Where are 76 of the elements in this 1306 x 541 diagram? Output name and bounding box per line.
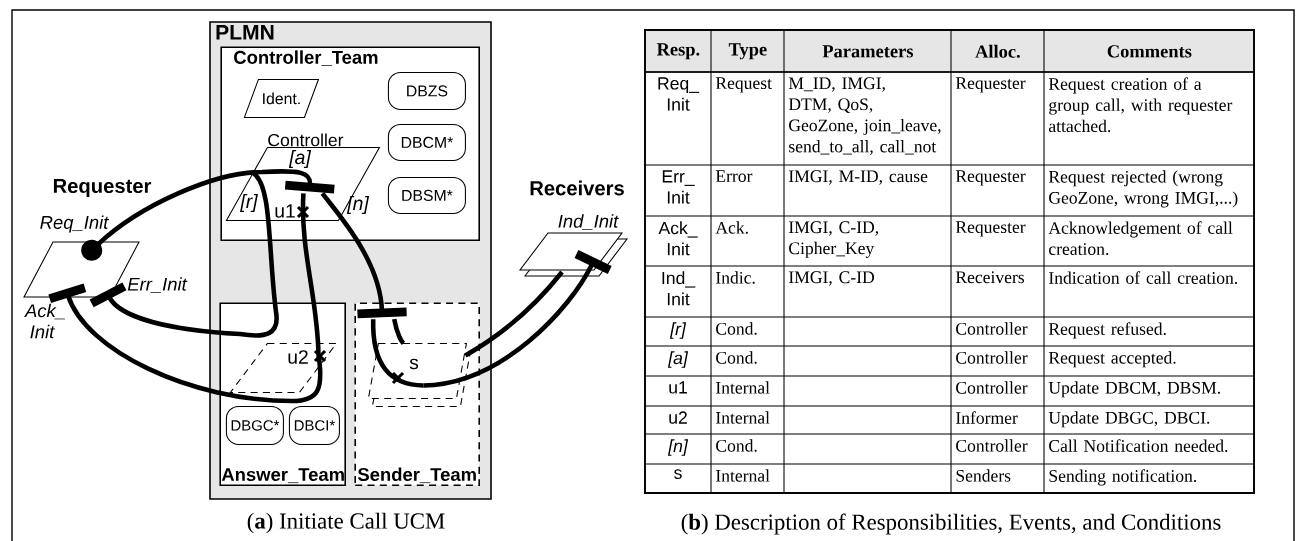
- rounded-box: DBCM*: [387, 123, 466, 161]
- table-cell: M_ID, IMGI, DTM, QoS, GeoZone, join_leave, send_to_all, call_not: [788, 77, 941, 155]
- table-cell: Update DBGC, DBCI.: [1048, 411, 1210, 428]
- caption: (a) Initiate Call UCM: [247, 512, 445, 534]
- table-cell: Controller: [956, 381, 1028, 394]
- table-cell: Internal: [716, 381, 770, 394]
- node-label: Receivers: [530, 180, 624, 196]
- table-cell: IMGI, C-ID: [789, 271, 875, 286]
- table-cell: Requester: [955, 221, 1026, 237]
- table-cell: IMGI, C-ID, Cipher_Key: [789, 221, 878, 258]
- table-cell: Informer: [956, 411, 1018, 424]
- table-cell: [n]: [667, 439, 689, 456]
- condition-label: [n]: [346, 196, 370, 214]
- header-cell: Alloc.: [951, 30, 1045, 73]
- rounded-box: DBSM*: [387, 176, 466, 214]
- table-cell: Ind_ Init: [662, 271, 696, 306]
- table-cell: Ack_ Init: [658, 221, 698, 256]
- ucm-path: [81, 169, 335, 261]
- endpoint-label: Err_Init: [127, 277, 188, 293]
- table-cell: s: [674, 469, 682, 479]
- stacked-parallelogram: [367, 342, 472, 407]
- header-cell: Type: [711, 30, 785, 73]
- table-cell: Request: [715, 77, 772, 93]
- table-cell: Cond.: [716, 322, 757, 335]
- rounded-box: DBZS: [387, 71, 466, 110]
- node-label: Controller: [268, 133, 344, 147]
- table-cell: Error: [715, 170, 753, 183]
- caption: (b) Description of Responsibilities, Events, and Conditions: [681, 513, 1221, 535]
- responsibility-label: u2: [288, 350, 308, 364]
- ucm-path: [320, 192, 407, 319]
- table-cell: Internal: [716, 411, 770, 424]
- table-cell: u2: [669, 411, 687, 424]
- table-cell: Indic.: [716, 271, 755, 284]
- condition-label: [r]: [240, 194, 258, 212]
- table-cell: Request accepted.: [1048, 351, 1176, 368]
- table-cell: Acknowledgement of call creation.: [1048, 221, 1233, 256]
- table-cell: [a]: [667, 351, 689, 368]
- table-cell: Senders: [956, 469, 1011, 482]
- dashed-parallelogram: [229, 342, 338, 393]
- table-cell: Err_ Init: [662, 170, 695, 204]
- table-cell: Call Notification needed.: [1049, 439, 1228, 452]
- table-cell: Requester: [955, 77, 1026, 93]
- endpoint-label: Ack_ Init: [24, 303, 65, 339]
- table-cell: Ack.: [715, 221, 748, 234]
- component-parallelogram: Ident.: [243, 78, 320, 118]
- table-cell: IMGI, M-ID, cause: [789, 170, 928, 185]
- table-cell: Req_ Init: [658, 77, 700, 111]
- table-cell: Requester: [955, 170, 1026, 186]
- table-cell: u1: [669, 381, 687, 394]
- table-cell: Controller: [956, 322, 1028, 335]
- table-cell: Cond.: [716, 351, 757, 364]
- table-cell: Controller: [956, 351, 1028, 364]
- table-cell: Receivers: [955, 271, 1024, 284]
- endpoint-label: Ind_Init: [558, 214, 619, 230]
- responsibility-label: u1: [275, 204, 295, 218]
- ucm-path: [391, 318, 406, 345]
- rounded-box: DBGC*: [225, 405, 284, 445]
- ucm-path: [370, 319, 424, 388]
- table-cell: Request refused.: [1048, 322, 1166, 339]
- node-label: Requester: [53, 178, 152, 198]
- table-cell: Request creation of a group call, with requester attached.: [1048, 77, 1233, 133]
- ucm-path: [464, 270, 564, 358]
- endpoint-label: Req_Init: [40, 215, 109, 233]
- table-cell: Controller: [956, 439, 1028, 452]
- responsibility-label: s: [409, 358, 419, 370]
- ucm-path: [300, 193, 321, 355]
- table-cell: Indication of call creation.: [1049, 271, 1237, 284]
- rounded-box: DBCI*: [288, 405, 340, 445]
- table-cell: Update DBCM, DBSM.: [1048, 381, 1220, 398]
- table-cell: Internal: [716, 469, 770, 482]
- table-cell: Request rejected (wrong GeoZone, wrong IMGI,...): [1048, 170, 1238, 208]
- table-cell: Sending notification.: [1049, 469, 1197, 486]
- header-cell: Resp.: [645, 30, 712, 73]
- table-cell: [r]: [669, 322, 687, 339]
- condition-label: [a]: [288, 150, 312, 168]
- table-cell: Cond.: [716, 439, 757, 452]
